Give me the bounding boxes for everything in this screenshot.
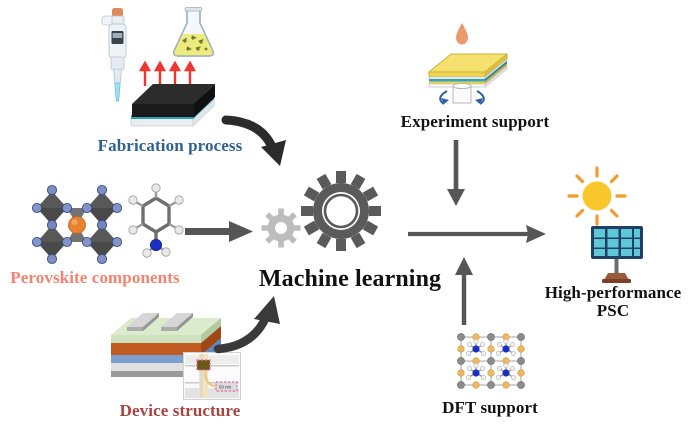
dft-support-label: DFT support [442, 398, 538, 417]
device-structure-label: Device structure [119, 401, 241, 420]
device-cross-section-inset-icon: 50 nm [183, 352, 241, 400]
solar-panel-icon [582, 223, 652, 285]
experiment-support-label: Experiment support [400, 112, 550, 131]
sun-icon [566, 165, 628, 227]
high-performance-psc-label-line1: High-performance [544, 283, 682, 302]
arrow-ml-to-output [408, 222, 548, 246]
arrow-fabrication-to-ml [221, 112, 302, 174]
fabrication-process-label: Fabrication process [97, 136, 243, 155]
high-performance-psc-label-line2: PSC [596, 301, 630, 320]
machine-learning-label: Machine learning [258, 266, 442, 292]
node-high-performance-psc: High-performance PSC [528, 165, 698, 320]
gear-icon [300, 170, 382, 252]
spin-coater-icon [417, 46, 521, 108]
node-dft-support: DFT support [400, 330, 580, 430]
droplet-icon [454, 22, 470, 46]
arrow-perovskite-to-ml [185, 218, 255, 246]
node-machine-learning: Machine learning [240, 170, 460, 300]
crystal-lattice-icon [453, 330, 529, 392]
node-fabrication-process: Fabrication process [70, 0, 270, 165]
node-perovskite-components: Perovskite components [0, 178, 190, 298]
erlenmeyer-flask-icon [166, 5, 222, 61]
perovskite-lattice-icon [25, 178, 129, 268]
arrow-dft-to-flow [452, 255, 476, 325]
node-device-structure: 50 nm Device structure [95, 305, 265, 430]
annealing-arrows-icon [138, 60, 200, 88]
organic-cation-molecule-icon [128, 183, 184, 260]
svg-text:50 nm: 50 nm [219, 384, 232, 389]
node-experiment-support: Experiment support [385, 8, 565, 133]
arrow-experiment-to-flow [444, 140, 468, 208]
perovskite-components-label: Perovskite components [10, 268, 180, 287]
small-gear-icon [260, 207, 302, 249]
arrow-device-to-ml [212, 292, 296, 360]
thin-film-slab-icon [128, 84, 218, 132]
micropipette-icon [94, 5, 142, 105]
